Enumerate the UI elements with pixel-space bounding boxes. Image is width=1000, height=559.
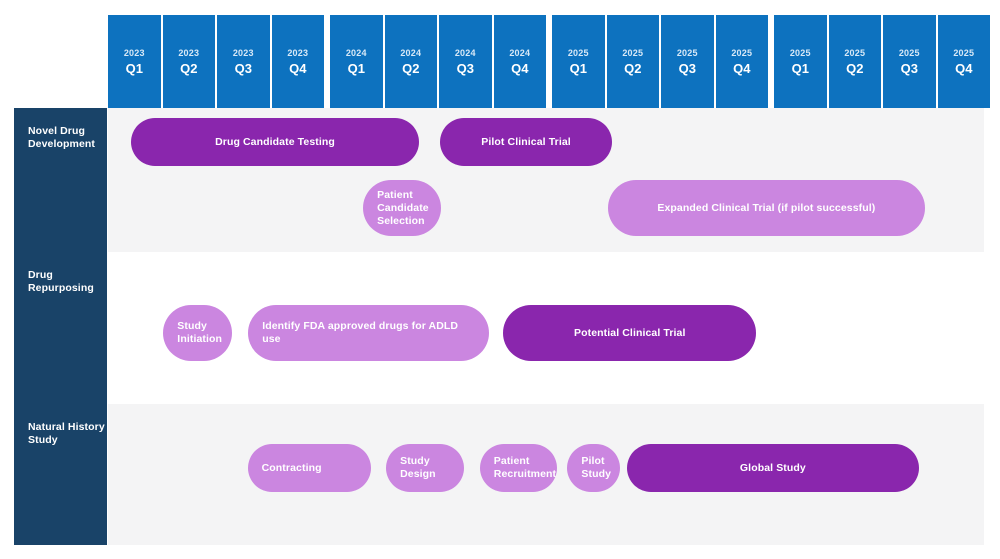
gantt-task-label: Global Study [739,461,806,474]
column-quarter-label: Q1 [347,61,365,76]
gantt-task-label: Drug Candidate Testing [215,135,335,148]
gantt-task-bar[interactable]: Global Study [627,444,919,492]
row-label-1: Drug Repurposing [28,269,94,294]
gantt-task-bar[interactable]: Patient Candidate Selection [363,180,442,236]
column-year-label: 2024 [400,48,422,58]
column-year-label: 2025 [789,48,811,58]
column-year-label: 2025 [731,48,753,58]
gantt-task-bar[interactable]: Potential Clinical Trial [503,305,757,361]
gantt-task-bar[interactable]: Drug Candidate Testing [131,118,419,166]
column-year-label: 2025 [953,48,975,58]
column-quarter-label: Q3 [678,61,696,76]
gantt-plot-area: Drug Candidate Testing Pilot Clinical Tri… [108,108,984,545]
row-label-2: Natural History Study [28,421,105,446]
gantt-task-label: Patient Recruitment [493,455,557,480]
row-label-0: Novel Drug Development [28,125,96,150]
column-quarter-label: Q1 [569,61,587,76]
gantt-task-label: Pilot Clinical Trial [481,135,571,148]
column-year-label: 2024 [509,48,531,58]
column-quarter-label: Q2 [624,61,642,76]
column-quarter-label: Q1 [125,61,143,76]
column-year-label: 2024 [454,48,476,58]
column-year-label: 2023 [178,48,200,58]
column-quarter-label: Q4 [511,61,529,76]
column-quarter-label: Q3 [900,61,918,76]
column-quarter-label: Q4 [289,61,307,76]
column-quarter-label: Q1 [791,61,809,76]
gantt-task-bar[interactable]: Identify FDA approved drugs for ADLD use [248,305,490,361]
column-quarter-label: Q2 [180,61,198,76]
column-year-label: 2023 [232,48,254,58]
column-year-label: 2025 [898,48,920,58]
column-quarter-label: Q3 [456,61,474,76]
gantt-task-label: Study Design [400,455,436,480]
gantt-task-label: Potential Clinical Trial [573,326,686,339]
gantt-task-label: Contracting [261,461,322,474]
column-quarter-label: Q3 [234,61,252,76]
gantt-task-bar[interactable]: Study Initiation [163,305,232,361]
column-year-label: 2023 [287,48,309,58]
gantt-task-label: Pilot Study [581,455,612,480]
gantt-task-bar[interactable]: Pilot Clinical Trial [439,118,613,166]
gantt-task-bar[interactable]: Contracting [247,444,372,492]
gantt-task-label: Patient Candidate Selection [377,188,429,227]
column-year-label: 2025 [676,48,698,58]
column-quarter-label: Q4 [733,61,751,76]
column-quarter-label: Q2 [402,61,420,76]
column-year-label: 2025 [567,48,589,58]
column-year-label: 2023 [123,48,145,58]
gantt-task-bar[interactable]: Patient Recruitment [479,444,558,492]
column-quarter-label: Q4 [955,61,973,76]
column-quarter-label: Q2 [846,61,864,76]
gantt-task-bar[interactable]: Expanded Clinical Trial (if pilot succes… [607,180,925,236]
column-year-label: 2025 [622,48,644,58]
gantt-task-label: Expanded Clinical Trial (if pilot succes… [657,201,876,214]
gantt-task-label: Identify FDA approved drugs for ADLD use [262,320,459,345]
column-year-label: 2025 [844,48,866,58]
gantt-task-label: Study Initiation [177,320,223,345]
gantt-task-bar[interactable]: Pilot Study [567,444,621,492]
gantt-task-bar[interactable]: Study Design [386,444,465,492]
column-year-label: 2024 [345,48,367,58]
